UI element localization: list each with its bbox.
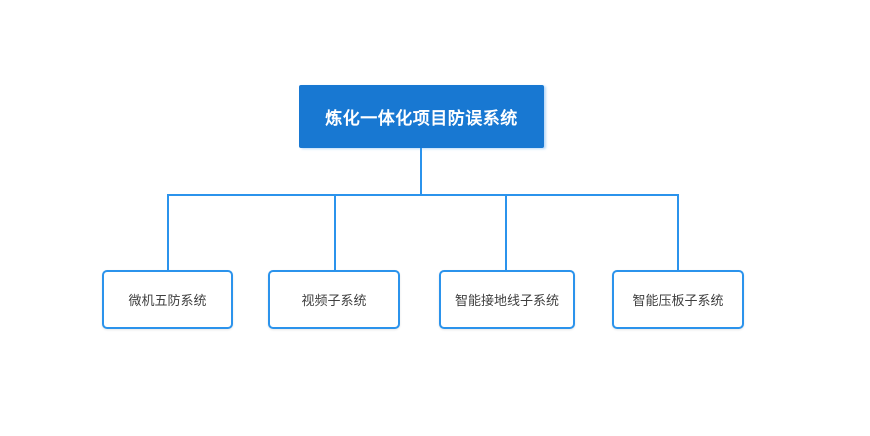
connector-drop-1	[167, 194, 169, 270]
root-node-label: 炼化一体化项目防误系统	[325, 109, 518, 128]
child-node-label: 微机五防系统	[128, 293, 207, 308]
connector-horizontal	[167, 194, 679, 196]
root-node[interactable]: 炼化一体化项目防误系统	[299, 85, 544, 148]
connector-drop-2	[334, 194, 336, 270]
child-node-pressplate[interactable]: 智能压板子系统	[612, 270, 744, 329]
child-node-label: 智能接地线子系统	[454, 293, 559, 308]
child-node-grounding[interactable]: 智能接地线子系统	[439, 270, 575, 329]
child-node-wjwf[interactable]: 微机五防系统	[102, 270, 233, 329]
connector-drop-3	[505, 194, 507, 270]
connector-drop-4	[677, 194, 679, 270]
connector-root-stem	[420, 148, 422, 195]
child-node-video[interactable]: 视频子系统	[268, 270, 400, 329]
child-node-label: 视频子系统	[301, 293, 367, 308]
child-node-label: 智能压板子系统	[632, 293, 724, 308]
